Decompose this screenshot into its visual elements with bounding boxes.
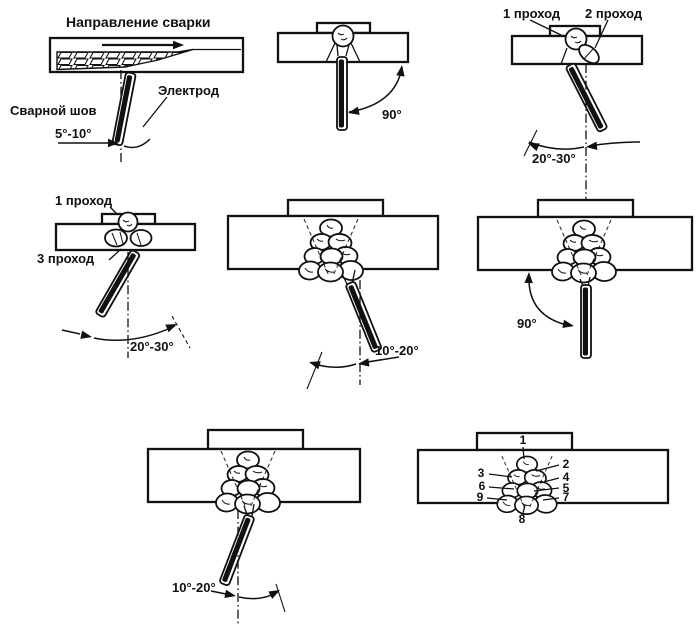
- angle-arc: [307, 356, 400, 370]
- electrode-axis-extension: [171, 315, 191, 349]
- pass-number-7: 7: [563, 490, 570, 504]
- panel-two-pass: 1 проход 2 проход 20°-30°: [503, 6, 644, 200]
- electrode-leader-line: [142, 96, 168, 128]
- panel-multipass-tilt-right: 10°-20°: [146, 428, 362, 625]
- groove-face: [560, 47, 568, 65]
- backing-plate: [206, 428, 305, 451]
- electrode: [336, 56, 348, 131]
- backing-plate: [536, 198, 635, 219]
- bead-texture: [583, 48, 594, 60]
- angle-arc: [61, 320, 179, 342]
- panel-pass-sequence: 1 2 3 4 5 6 7 8 9: [416, 431, 670, 526]
- angle-arc: [526, 139, 641, 152]
- weld-bead-cluster: [214, 450, 282, 515]
- bead-texture: [337, 32, 348, 41]
- angle-value-label: 90°: [517, 316, 537, 331]
- angle-arc: [347, 64, 407, 118]
- weld-bead-3: [104, 228, 128, 248]
- electrode: [94, 248, 142, 319]
- angle-value-label: 20°-30°: [532, 151, 576, 166]
- pass1-label: 1 проход: [55, 193, 113, 208]
- pass-number-6: 6: [479, 479, 486, 493]
- panel-flat-weld: Направление сварки Электрод Сварной шов …: [10, 14, 245, 164]
- electrode-axis-extension: [306, 351, 323, 390]
- bead-texture: [111, 231, 142, 246]
- pass-number-8: 8: [519, 512, 526, 526]
- electrode-axis-extension: [275, 583, 286, 613]
- pass-number-9: 9: [477, 490, 484, 504]
- angle-arc: [58, 138, 151, 149]
- arc-funnel: [336, 44, 350, 57]
- pass3-label: 3 проход: [37, 251, 95, 266]
- pass-number-4: 4: [563, 470, 570, 484]
- weld-bead-2: [129, 229, 153, 247]
- pass3-leader-line: [108, 248, 122, 261]
- pass2-leader-line: [594, 19, 609, 49]
- electrode: [580, 284, 592, 359]
- panel-three-pass: 1 проход 3 проход 20°-30°: [37, 193, 197, 358]
- pass1-label: 1 проход: [503, 6, 561, 21]
- weld-bead-cluster: [550, 219, 618, 284]
- electrode: [218, 513, 256, 587]
- angle-value-label: 10°-20°: [172, 580, 216, 595]
- weld-seam-hatch: [56, 48, 241, 71]
- pass-number-5: 5: [563, 481, 570, 495]
- angle-arc: [524, 271, 575, 331]
- weld-bead: [331, 24, 355, 48]
- weld-bead-1: [564, 27, 588, 51]
- pass-leader-lines: [486, 446, 560, 514]
- panel-multipass-90: 90°: [476, 198, 694, 359]
- electrode: [344, 280, 383, 354]
- backing-plate: [286, 198, 385, 218]
- panel-vertical-90: 90°: [276, 21, 410, 131]
- weld-seam-label: Сварной шов: [10, 103, 97, 118]
- angle-value-label: 90°: [382, 107, 402, 122]
- angle-value-label: 5°-10°: [55, 126, 91, 141]
- electrode: [111, 71, 137, 147]
- pass-number-1: 1: [520, 433, 527, 447]
- direction-arrow: [102, 40, 184, 50]
- angle-value-label: 10°-20°: [375, 343, 419, 358]
- pass-number-3: 3: [478, 466, 485, 480]
- angle-value-label: 20°-30°: [130, 339, 174, 354]
- weld-bead-cluster: [495, 455, 559, 515]
- groove-faces: [325, 42, 361, 63]
- bead-texture: [570, 35, 582, 44]
- angle-arc: [210, 586, 282, 601]
- pass2-label: 2 проход: [585, 6, 643, 21]
- electrode-label: Электрод: [158, 83, 220, 98]
- pass-number-2: 2: [563, 457, 570, 471]
- welding-direction-label: Направление сварки: [66, 14, 211, 30]
- bead-texture: [122, 219, 133, 227]
- panel-multipass-tilt-left: 10°-20°: [226, 198, 440, 390]
- pass1-leader-line: [529, 19, 562, 36]
